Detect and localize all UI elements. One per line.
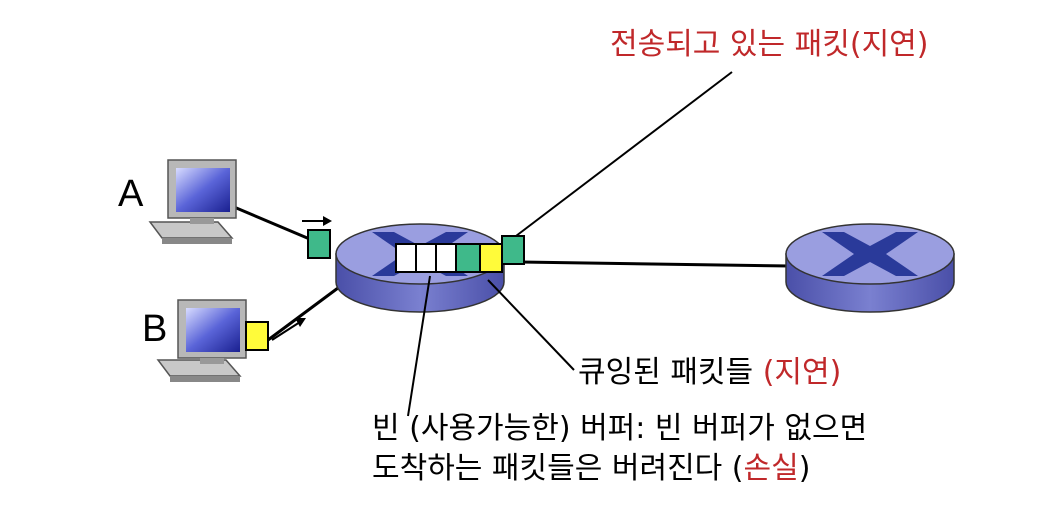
arrow-icon bbox=[271, 318, 306, 341]
buffer-slot-queued-yellow bbox=[479, 243, 503, 273]
packet-being-transmitted bbox=[501, 235, 525, 265]
buffer-annotation-line1: 빈 (사용가능한) 버퍼: 빈 버퍼가 없으면 bbox=[372, 411, 868, 446]
leader-line-transmitted bbox=[515, 71, 733, 237]
buffer-annotation-line2-end: ) bbox=[798, 451, 811, 486]
packet-arriving-a bbox=[307, 229, 331, 259]
host-a-label: A bbox=[118, 173, 144, 215]
queued-delay-text: (지연) bbox=[762, 355, 842, 390]
arrow-icon bbox=[302, 216, 332, 226]
link-b-to-router bbox=[267, 283, 343, 342]
computer-a-icon bbox=[148, 159, 237, 244]
buffer-annotation-line2: 도착하는 패킷들은 버려진다 (손실) bbox=[372, 454, 810, 484]
transmitted-packet-annotation: 전송되고 있는 패킷(지연) bbox=[610, 27, 929, 62]
buffer-slot-empty bbox=[395, 243, 417, 273]
host-b-label: B bbox=[142, 308, 168, 350]
buffer-slot-empty bbox=[435, 243, 457, 273]
link-a-to-router bbox=[233, 205, 313, 242]
loss-text: 손실 bbox=[743, 451, 799, 486]
router-2-x-icon bbox=[822, 232, 918, 276]
link-router-to-router bbox=[519, 260, 791, 268]
queued-packets-annotation: 큐잉된 패킷들 (지연) bbox=[578, 358, 841, 388]
leader-line-queued bbox=[487, 279, 575, 371]
buffer-annotation-line2-start: 도착하는 패킷들은 버려진다 ( bbox=[372, 451, 744, 486]
buffer-slot-queued-green bbox=[455, 243, 481, 273]
buffer-queue bbox=[395, 243, 503, 273]
buffer-slot-empty bbox=[415, 243, 437, 273]
computer-b-icon bbox=[156, 299, 247, 382]
router-2 bbox=[785, 223, 955, 313]
leader-line-buffer bbox=[407, 275, 431, 417]
queued-packets-text: 큐잉된 패킷들 bbox=[578, 355, 763, 390]
packet-from-b bbox=[245, 321, 269, 351]
